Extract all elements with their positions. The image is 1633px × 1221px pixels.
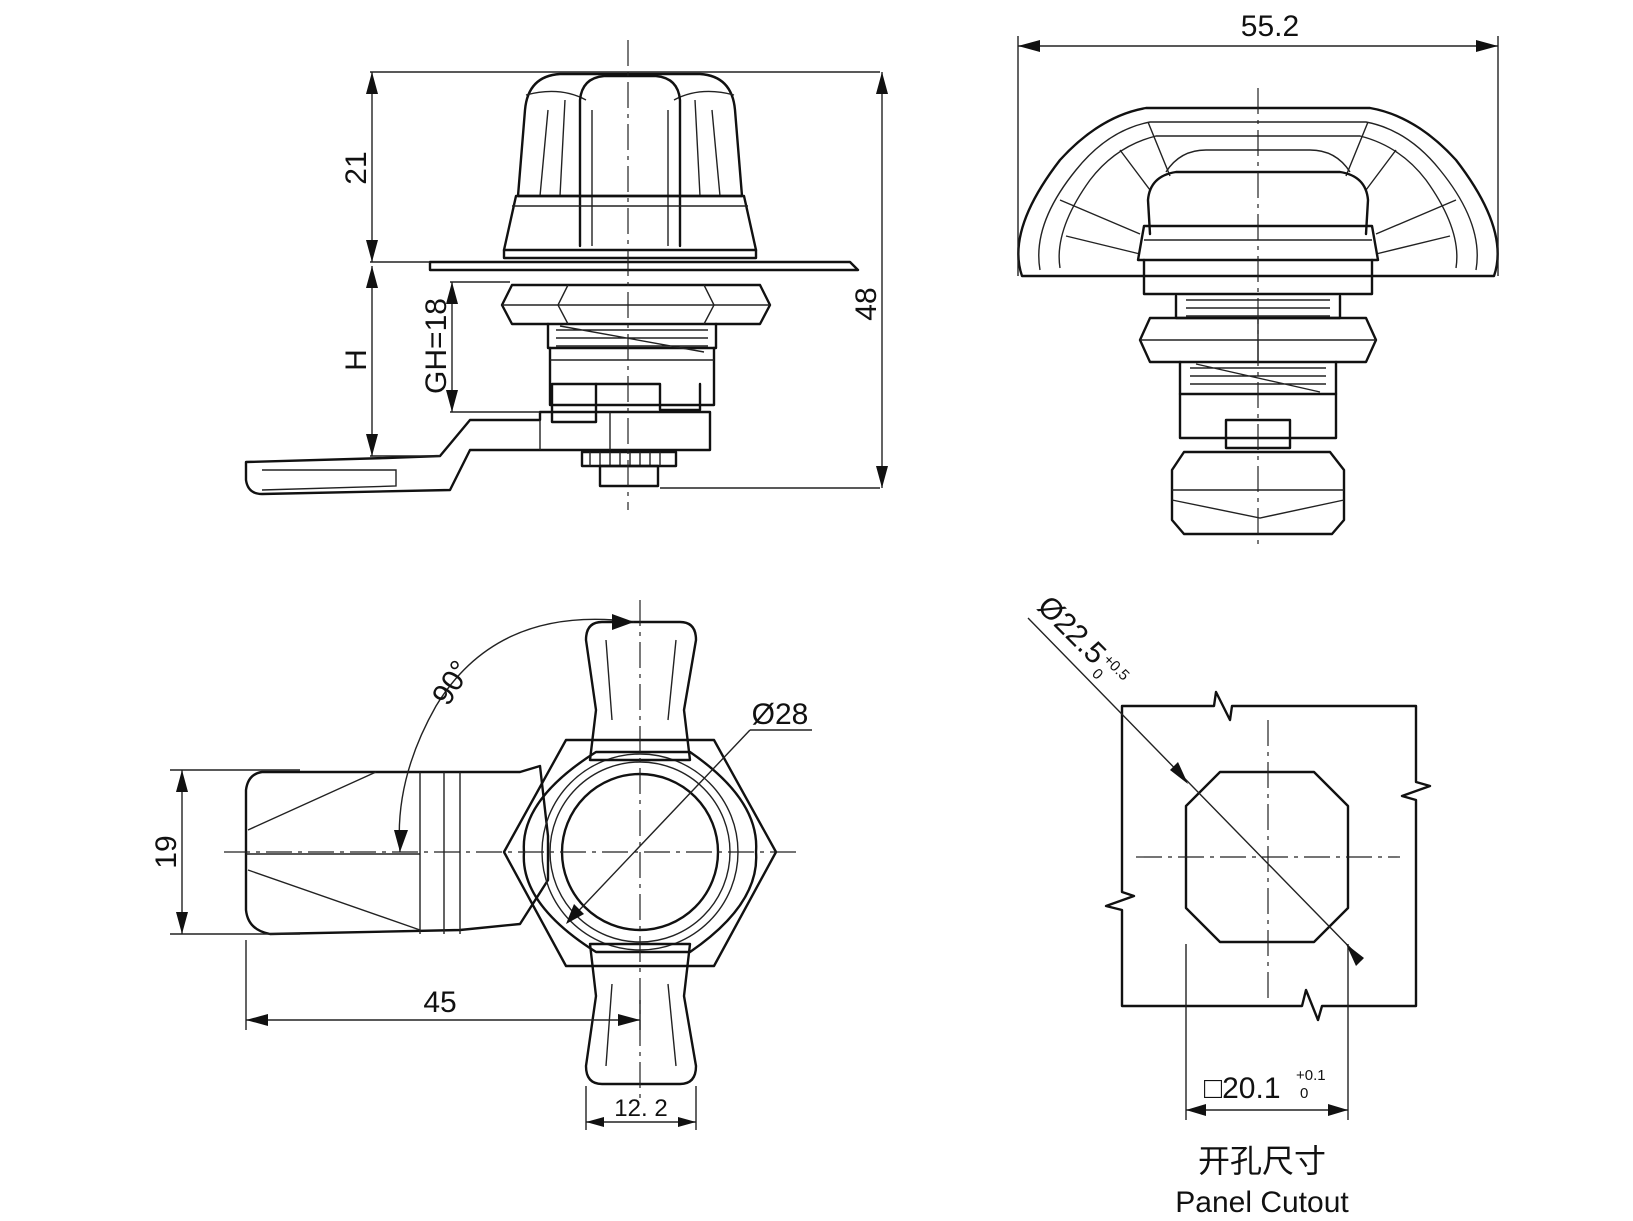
top-width-label: 55.2 bbox=[1241, 10, 1299, 43]
cutout-square-tol-upper: +0.1 bbox=[1296, 1067, 1326, 1084]
cam-length-label: 45 bbox=[423, 986, 456, 1019]
panel-cutout-caption-en: Panel Cutout bbox=[1175, 1186, 1349, 1219]
top-view bbox=[224, 600, 800, 1100]
cutout-square-tol-lower: 0 bbox=[1300, 1085, 1308, 1102]
panel-cutout-dimensions: Ø22.5 +0.5 0 □20.1 +0.1 0 开孔尺寸 Panel Cut… bbox=[1031, 590, 1349, 1219]
cam-width-label: 19 bbox=[150, 835, 183, 868]
cutout-square-label: □20.1 bbox=[1204, 1072, 1281, 1105]
top-view-dimensions: 19 45 12. 2 90° Ø28 bbox=[150, 614, 812, 1130]
side-view-dimensions: 21 H GH=18 48 bbox=[340, 71, 888, 489]
front-view bbox=[1017, 88, 1499, 548]
front-view-dimensions: 55.2 bbox=[1017, 10, 1499, 276]
h-label: H bbox=[340, 349, 373, 371]
cutout-diameter-label: Ø22.5 bbox=[1031, 590, 1112, 671]
grip-range-label: GH=18 bbox=[420, 298, 453, 394]
knob-height-label: 21 bbox=[340, 151, 373, 184]
knob-diameter-label: Ø28 bbox=[752, 698, 809, 731]
overall-height-label: 48 bbox=[850, 287, 883, 320]
panel-cutout-caption-cn: 开孔尺寸 bbox=[1198, 1142, 1326, 1180]
side-view bbox=[244, 40, 860, 510]
panel-cutout-view bbox=[1027, 617, 1432, 1120]
cutout-diameter-tol-upper: +0.5 bbox=[1100, 651, 1133, 684]
wing-width-label: 12. 2 bbox=[614, 1095, 667, 1122]
